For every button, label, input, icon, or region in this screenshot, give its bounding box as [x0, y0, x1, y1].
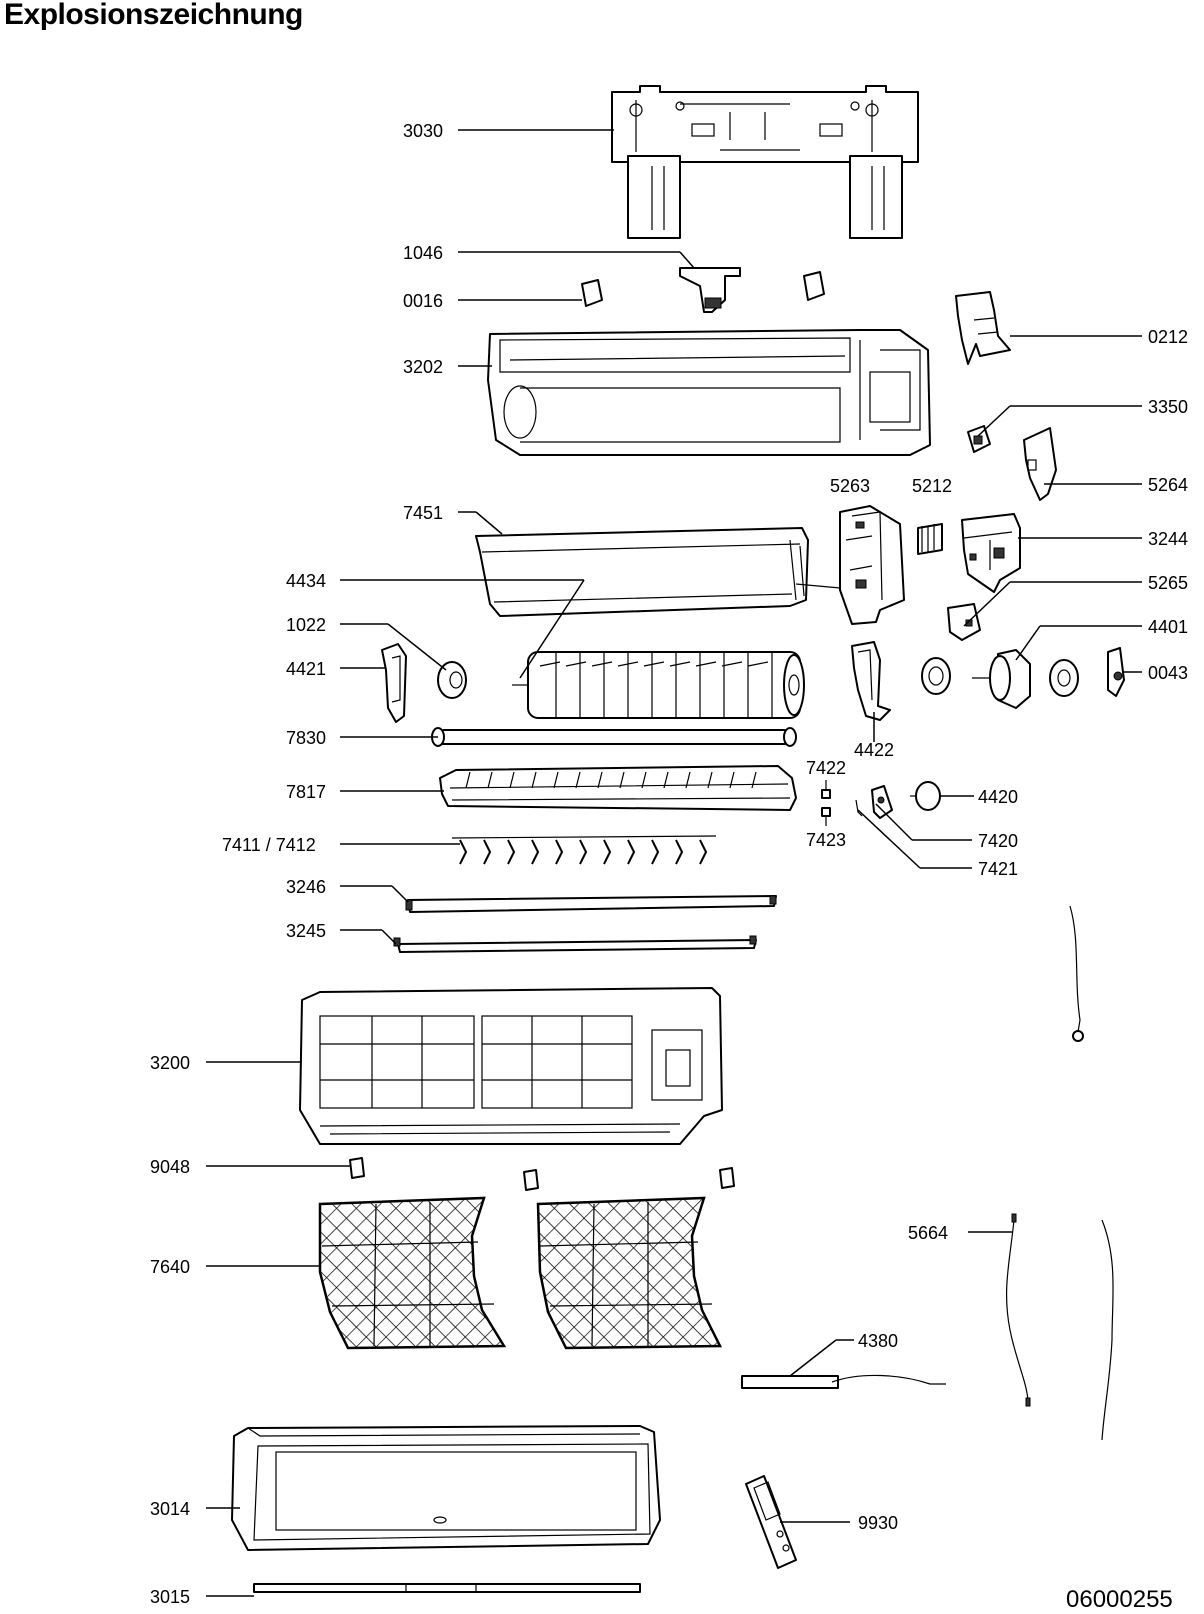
label-7411-7412: 7411 / 7412 [222, 835, 316, 855]
label-3350: 3350 [1148, 397, 1188, 417]
label-7817: 7817 [286, 782, 326, 802]
bearing [437, 661, 467, 699]
sensor-cable-5664 [1006, 1213, 1031, 1407]
tangential-fan [512, 651, 805, 719]
louver-frame [439, 765, 797, 811]
front-panel [231, 1425, 661, 1551]
label-9930: 9930 [858, 1513, 898, 1533]
label-7640: 7640 [150, 1257, 190, 1277]
label-5664: 5664 [908, 1223, 948, 1243]
small-pins [821, 780, 831, 826]
louvers [451, 835, 717, 865]
fan-motor [921, 649, 1079, 709]
label-3202: 3202 [403, 357, 443, 377]
label-7422: 7422 [806, 758, 846, 778]
control-box [839, 505, 905, 625]
label-7451: 7451 [403, 503, 443, 523]
horizontal-vane-lower [393, 935, 757, 953]
label-4422: 4422 [854, 740, 894, 760]
evaporator [475, 527, 841, 617]
bearing-holder [381, 643, 407, 723]
label-7420: 7420 [978, 831, 1018, 851]
label-9048: 9048 [150, 1157, 190, 1177]
label-5264: 5264 [1148, 475, 1188, 495]
label-0212: 0212 [1148, 327, 1188, 347]
label-4380: 4380 [858, 1331, 898, 1351]
label-3015: 3015 [150, 1587, 190, 1607]
rubber-mount [1107, 647, 1125, 697]
label-7421: 7421 [978, 859, 1018, 879]
label-5265: 5265 [1148, 573, 1188, 593]
clips [581, 271, 825, 307]
label-4421: 4421 [286, 659, 326, 679]
drawing-number: 06000255 [1066, 1586, 1173, 1613]
remote-control [745, 1475, 797, 1569]
label-1046: 1046 [403, 243, 443, 263]
label-3014: 3014 [150, 1499, 190, 1519]
display-board [741, 1374, 946, 1389]
drain-tube [431, 727, 797, 747]
step-motor [910, 781, 941, 811]
leader-lines [206, 129, 1142, 1597]
label-1022: 1022 [286, 615, 326, 635]
part-labels: 3030 1046 0016 3202 0212 3350 5264 7451 … [150, 121, 1188, 1607]
bottom-strip [253, 1583, 641, 1593]
label-0043: 0043 [1148, 663, 1188, 683]
cable-long [1101, 1219, 1114, 1441]
electronics-box [961, 513, 1021, 593]
air-filters [318, 1196, 723, 1350]
cover-plate [1023, 427, 1057, 501]
small-bracket [679, 267, 741, 313]
label-3244: 3244 [1148, 529, 1188, 549]
label-4401: 4401 [1148, 617, 1188, 637]
label-0016: 0016 [403, 291, 443, 311]
label-5263: 5263 [830, 476, 870, 496]
label-3030: 3030 [403, 121, 443, 141]
label-7830: 7830 [286, 728, 326, 748]
mounting-plate [611, 85, 919, 239]
switch-block [967, 425, 991, 453]
main-chassis [487, 329, 931, 456]
label-7423: 7423 [806, 830, 846, 850]
terminal-strip [917, 523, 943, 555]
label-3246: 3246 [286, 877, 326, 897]
sensor-cable-short [1069, 905, 1084, 1042]
label-4420: 4420 [978, 787, 1018, 807]
latches [349, 1157, 735, 1191]
motor-bracket [851, 641, 891, 721]
terminal-cover [955, 291, 1011, 365]
horizontal-vane-upper [405, 895, 777, 913]
front-frame [299, 987, 723, 1145]
label-3200: 3200 [150, 1053, 190, 1073]
label-3245: 3245 [286, 921, 326, 941]
small-cover [947, 603, 981, 641]
label-5212: 5212 [912, 476, 952, 496]
label-4434: 4434 [286, 571, 326, 591]
page-title: Explosionszeichnung [4, 0, 303, 31]
